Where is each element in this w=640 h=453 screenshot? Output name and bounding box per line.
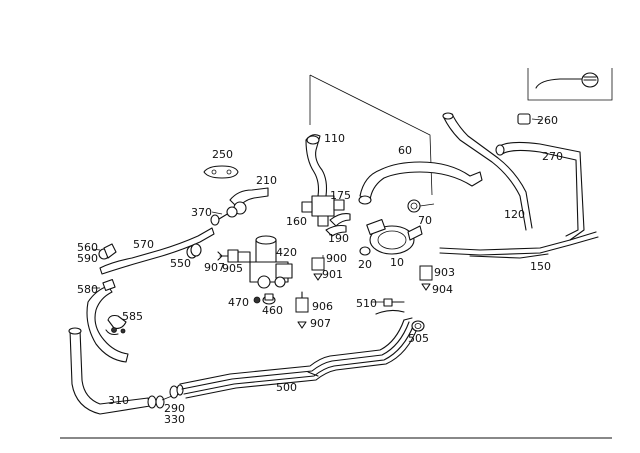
part-110-hose xyxy=(305,134,328,197)
label-p904: 904 xyxy=(432,283,453,296)
label-p570: 570 xyxy=(133,238,154,251)
part-160-valve xyxy=(301,195,345,227)
label-p175: 175 xyxy=(330,189,351,202)
part-585-clamp xyxy=(105,314,127,336)
label-p907b: 907 xyxy=(310,317,331,330)
label-p190: 190 xyxy=(328,232,349,245)
part-60-hose xyxy=(358,161,483,205)
part-905-connector xyxy=(217,249,239,263)
label-p505: 505 xyxy=(408,332,429,345)
label-p906: 906 xyxy=(312,300,333,313)
label-p550: 550 xyxy=(170,257,191,270)
label-p70: 70 xyxy=(418,214,432,227)
label-p250: 250 xyxy=(212,148,233,161)
inset-reference-box xyxy=(527,68,613,101)
part-500-pipes xyxy=(179,309,419,399)
part-470-460 xyxy=(253,293,276,305)
part-250-gasket xyxy=(203,165,239,179)
part-550-oring xyxy=(190,243,202,257)
part-10-pump xyxy=(366,219,423,255)
part-260-plug xyxy=(517,113,531,125)
label-p500: 500 xyxy=(276,381,297,394)
label-p460: 460 xyxy=(262,304,283,317)
label-p270: 270 xyxy=(542,150,563,163)
label-p290: 290 xyxy=(164,402,185,415)
part-560-cap xyxy=(103,243,117,259)
label-p370: 370 xyxy=(191,206,212,219)
part-290-clamp xyxy=(169,384,184,399)
label-p907a: 907 xyxy=(204,261,225,274)
part-900-sensor xyxy=(311,257,325,281)
label-leaders xyxy=(91,118,543,401)
part-175-190-hoses xyxy=(325,213,351,237)
label-p210: 210 xyxy=(256,174,277,187)
label-p900: 900 xyxy=(326,252,347,265)
part-505-grommet xyxy=(411,320,425,332)
label-p10: 10 xyxy=(390,256,404,269)
part-310-hose xyxy=(68,327,165,415)
label-p905: 905 xyxy=(222,262,243,275)
part-150-pipes xyxy=(439,231,599,259)
label-p560: 560 xyxy=(77,241,98,254)
part-580-hose xyxy=(86,278,129,363)
label-p150: 150 xyxy=(530,260,551,273)
part-120-hose xyxy=(442,112,533,231)
part-210-hose xyxy=(210,187,269,226)
part-370-clip xyxy=(226,206,238,218)
part-20-sensor xyxy=(359,246,371,256)
label-p585: 585 xyxy=(122,310,143,323)
part-906-sensor xyxy=(295,291,309,329)
part-903-sensor xyxy=(419,265,433,291)
label-p903: 903 xyxy=(434,266,455,279)
label-p110: 110 xyxy=(324,132,345,145)
label-p120: 120 xyxy=(504,208,525,221)
part-510-bolt xyxy=(383,298,405,307)
label-p160: 160 xyxy=(286,215,307,228)
part-labels: 10 20 60 70 110 120 150 160 175 190 210 … xyxy=(77,114,563,426)
label-p901: 901 xyxy=(322,268,343,281)
label-p60: 60 xyxy=(398,144,412,157)
label-p590: 590 xyxy=(77,252,98,265)
label-p260: 260 xyxy=(537,114,558,127)
label-p580: 580 xyxy=(77,283,98,296)
part-420-valve xyxy=(237,235,293,289)
label-p470: 470 xyxy=(228,296,249,309)
label-p510: 510 xyxy=(356,297,377,310)
label-p310: 310 xyxy=(108,394,129,407)
part-270-hose xyxy=(495,141,585,241)
part-70-clamp xyxy=(407,199,421,213)
label-p420: 420 xyxy=(276,246,297,259)
label-p330: 330 xyxy=(164,413,185,426)
label-p20: 20 xyxy=(358,258,372,271)
